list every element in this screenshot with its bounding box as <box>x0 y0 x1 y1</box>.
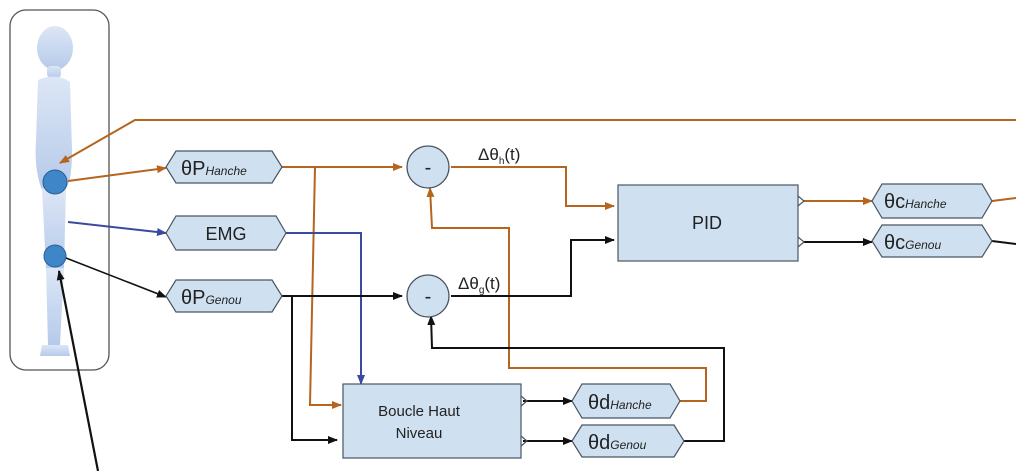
knee-error-subscript: g <box>479 285 485 296</box>
high-level-loop-block: Boucle Haut Niveau <box>342 383 528 459</box>
hip-desired-pill: θdHanche <box>571 383 681 419</box>
hip-feedback-line <box>59 119 1016 164</box>
high-level-loop-label-line2: Niveau <box>396 425 443 442</box>
hip-sum-sign: - <box>425 157 432 179</box>
body-panel <box>9 9 110 371</box>
knee-sensor <box>43 244 67 268</box>
hip-sensor <box>42 169 68 195</box>
knee-command-pill: θcGenou <box>871 224 993 258</box>
knee-desired-feedback <box>427 315 725 442</box>
hip-command-pill: θcHanche <box>871 183 993 219</box>
svg-text:θcHanche: θcHanche <box>884 191 947 213</box>
hip-error-line <box>451 166 615 210</box>
human-figure <box>35 26 73 356</box>
hip-command-symbol: θc <box>884 191 905 213</box>
hip-desired-symbol: θd <box>588 392 610 414</box>
svg-text:Δθh(t): Δθh(t) <box>478 145 520 167</box>
knee-error-line <box>451 236 615 297</box>
knee-position-subscript: Genou <box>205 293 241 307</box>
svg-text:θcGenou: θcGenou <box>884 232 941 254</box>
emg-sensor-line <box>67 221 167 236</box>
knee-command-symbol: θc <box>884 232 905 254</box>
svg-text:θPGenou: θPGenou <box>181 287 242 309</box>
svg-text:θPHanche: θPHanche <box>181 158 247 180</box>
knee-pointer-arrow <box>56 270 100 471</box>
hip-error-subscript: h <box>499 156 505 167</box>
knee-desired-pill: θdGenou <box>571 424 685 458</box>
hip-sensor-line <box>67 165 167 182</box>
pid-block: PID <box>617 184 805 262</box>
emg-to-loop-line <box>286 232 365 385</box>
hip-error-symbol: Δθ <box>478 145 499 164</box>
knee-sensor-line <box>65 257 167 298</box>
emg-label: EMG <box>205 224 246 244</box>
hip-position-symbol: θP <box>181 158 205 180</box>
knee-position-pill: θPGenou <box>165 279 283 313</box>
knee-position-symbol: θP <box>181 287 205 309</box>
hip-command-subscript: Hanche <box>905 197 947 211</box>
pid-label: PID <box>692 213 722 233</box>
hip-position-branch <box>308 166 342 409</box>
knee-desired-subscript: Genou <box>610 438 646 452</box>
hip-desired-feedback <box>426 187 707 402</box>
knee-sum-sign: - <box>425 286 432 308</box>
hip-command-out <box>991 197 1016 202</box>
knee-summing-junction: - <box>406 274 450 318</box>
knee-position-branch <box>291 296 338 444</box>
knee-error-tail: (t) <box>484 274 500 293</box>
hip-error-tail: (t) <box>504 145 520 164</box>
high-level-loop-label-line1: Boucle Haut <box>378 403 461 420</box>
hip-position-subscript: Hanche <box>205 164 247 178</box>
hip-position-pill: θPHanche <box>165 150 283 184</box>
svg-text:θdHanche: θdHanche <box>588 392 652 414</box>
knee-command-out <box>991 240 1016 245</box>
knee-error-symbol: Δθ <box>458 274 479 293</box>
svg-text:θdGenou: θdGenou <box>588 432 647 454</box>
emg-pill: EMG <box>165 215 287 251</box>
hip-summing-junction: - <box>406 145 450 189</box>
knee-command-subscript: Genou <box>905 238 941 252</box>
knee-desired-symbol: θd <box>588 432 610 454</box>
hip-desired-subscript: Hanche <box>610 398 652 412</box>
svg-text:Δθg(t): Δθg(t) <box>458 274 500 296</box>
